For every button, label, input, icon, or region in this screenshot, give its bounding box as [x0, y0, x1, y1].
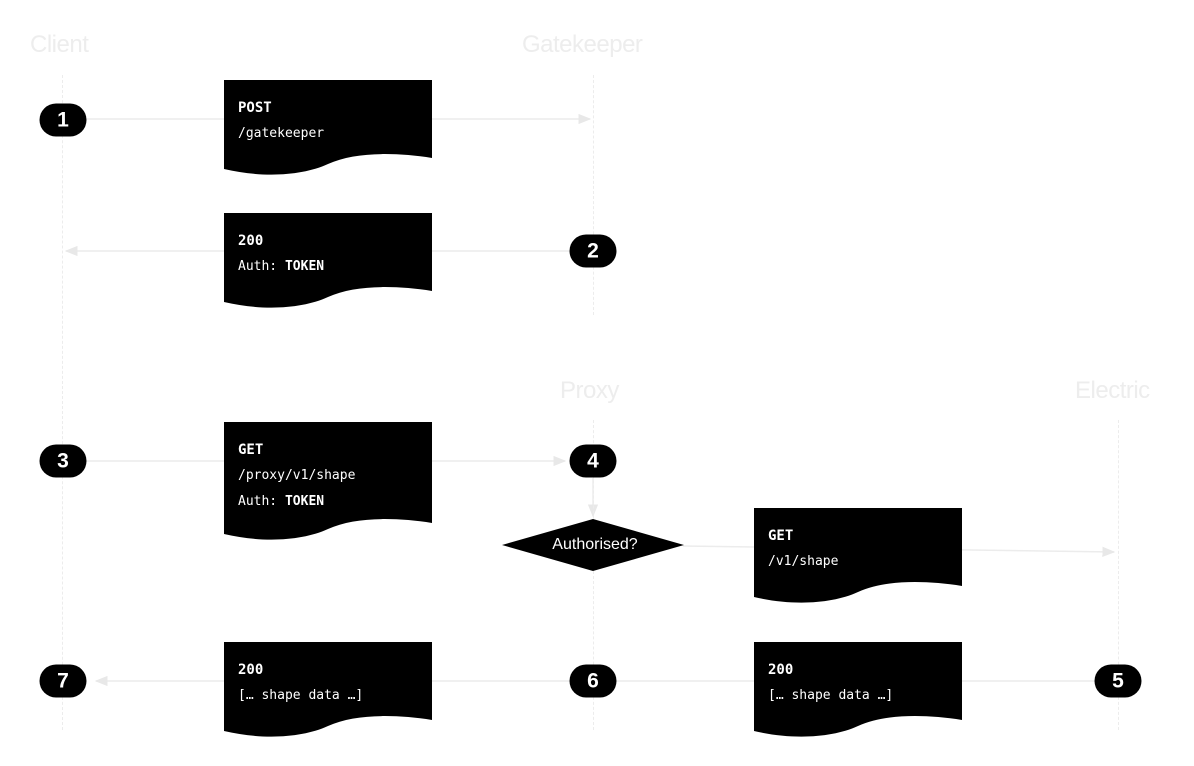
request-path: /gatekeeper [238, 126, 325, 141]
auth-header: Auth: TOKEN [238, 489, 418, 515]
request-path: /v1/shape [768, 554, 839, 569]
step-badge-4: 4 [569, 444, 617, 478]
lane-line-proxy [593, 420, 594, 730]
lane-line-gatekeeper [593, 75, 594, 315]
message-get-proxy: GET /proxy/v1/shape Auth: TOKEN [224, 422, 432, 544]
step-badge-2: 2 [569, 234, 617, 268]
lane-title-client: Client [30, 31, 89, 58]
response-status: 200 [768, 662, 794, 678]
request-method: POST [238, 100, 272, 116]
lane-title-gatekeeper: Gatekeeper [522, 31, 643, 58]
message-proxy-response: 200 [… shape data …] [224, 642, 432, 740]
step-badge-6: 6 [569, 664, 617, 698]
auth-token: TOKEN [284, 494, 325, 509]
decision-diamond [502, 519, 684, 571]
lane-title-proxy: Proxy [560, 377, 619, 404]
auth-label: Auth: [238, 259, 278, 274]
step-badge-7: 7 [39, 664, 87, 698]
response-body: [… shape data …] [238, 688, 364, 703]
response-body: [… shape data …] [768, 688, 894, 703]
request-path: /proxy/v1/shape [238, 468, 356, 483]
lane-line-client [62, 75, 63, 730]
auth-token: TOKEN [284, 259, 325, 274]
decision-label: Authorised? [552, 536, 638, 553]
request-method: GET [768, 528, 794, 544]
response-status: 200 [238, 233, 264, 249]
message-electric-response: 200 [… shape data …] [754, 642, 962, 740]
auth-label: Auth: [238, 494, 278, 509]
message-token-response: 200 Auth: TOKEN [224, 213, 432, 311]
auth-header: Auth: TOKEN [238, 254, 418, 280]
step-badge-1: 1 [39, 103, 87, 137]
message-get-electric: GET /v1/shape [754, 508, 962, 606]
lane-title-electric: Electric [1075, 377, 1150, 404]
step-badge-5: 5 [1094, 664, 1142, 698]
step-badge-3: 3 [39, 444, 87, 478]
message-post-gatekeeper: POST /gatekeeper [224, 80, 432, 178]
response-status: 200 [238, 662, 264, 678]
request-method: GET [238, 442, 264, 458]
lane-line-electric [1118, 420, 1119, 730]
